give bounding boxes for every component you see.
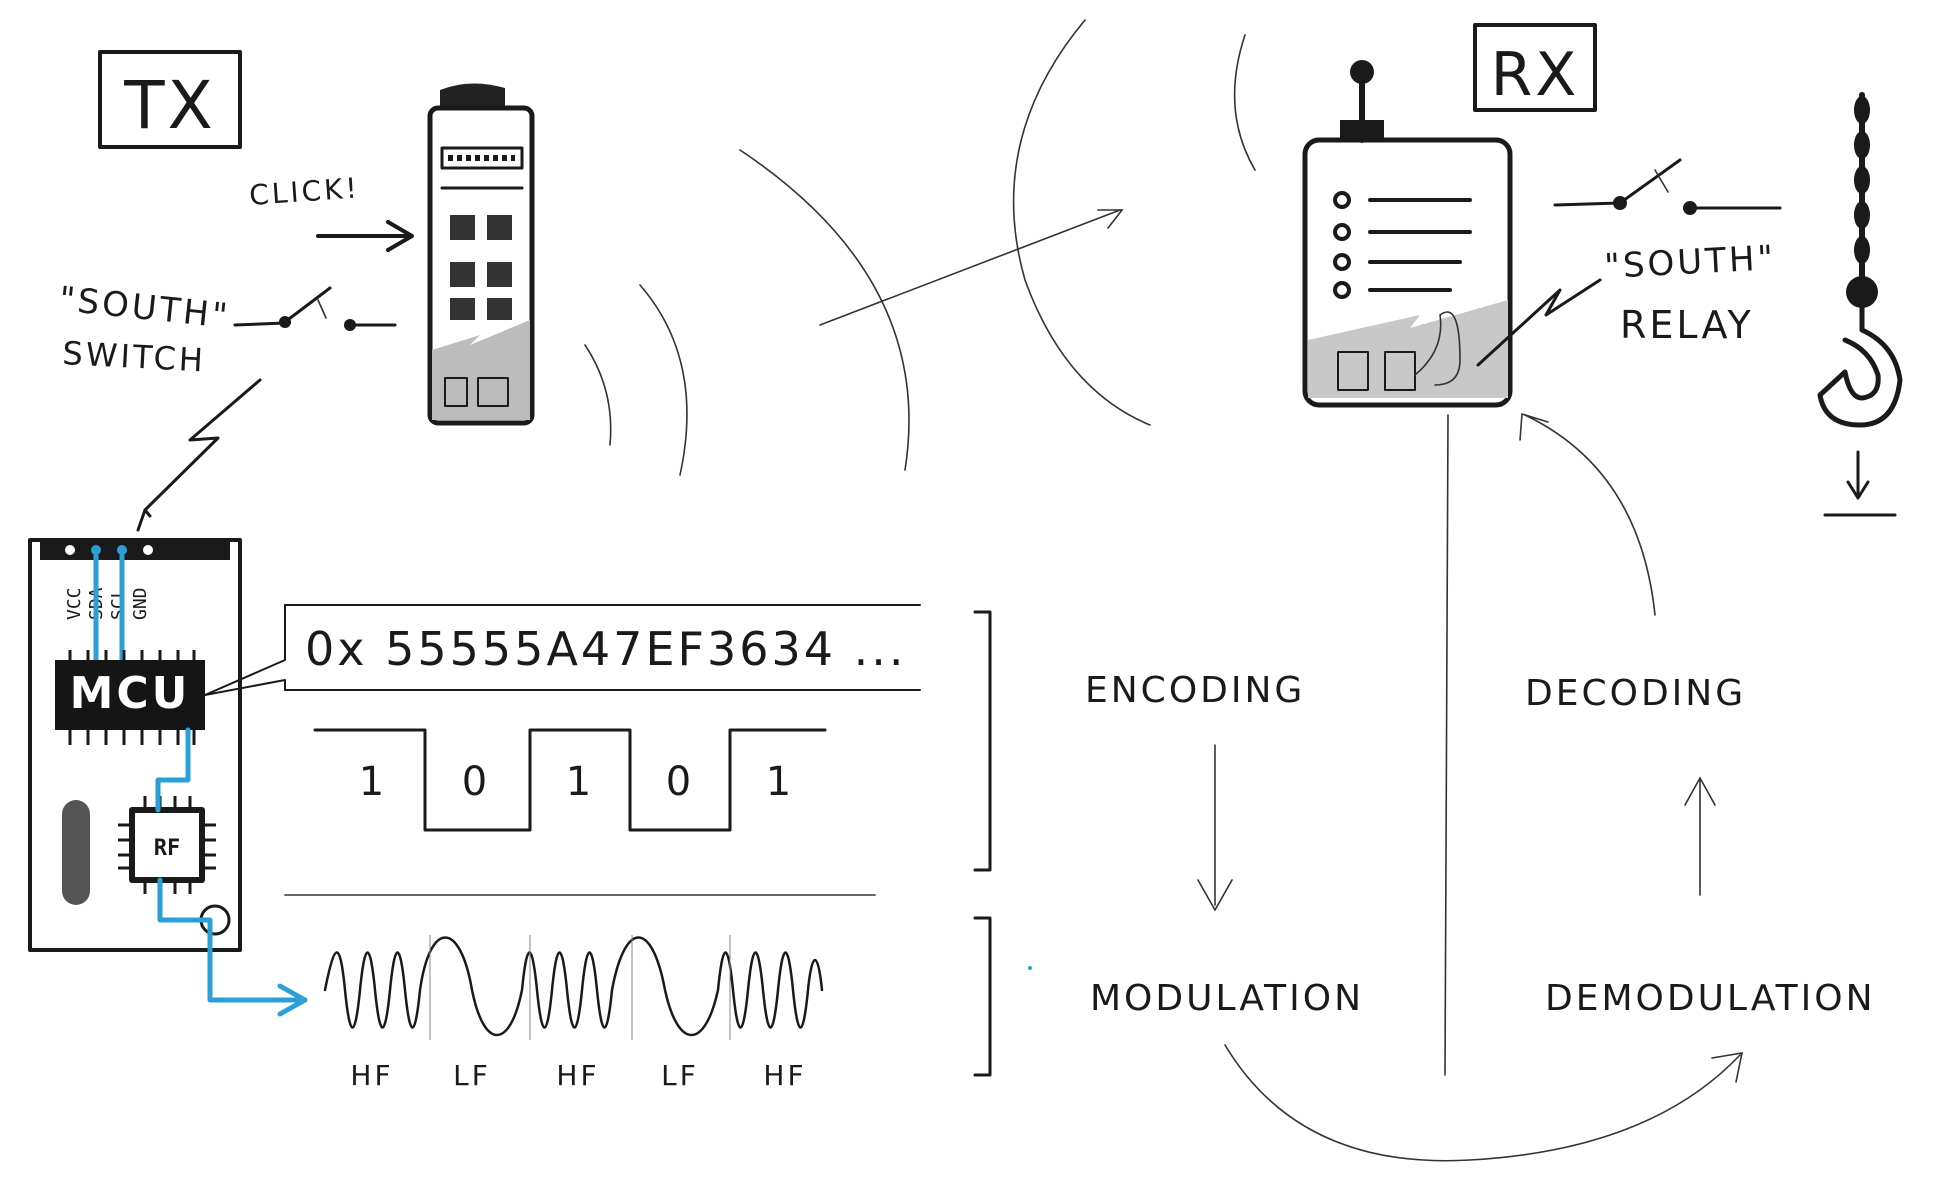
rx-receiver [1302,60,1602,408]
mcu-label: MCU [70,668,191,719]
freq-2: HF [556,1059,599,1092]
lightning-icon [136,378,262,532]
hex-code-bubble: 0x 55555A47EF3634 ... [204,604,921,696]
bit-3: 0 [666,759,694,805]
tx-label-box: TX [98,50,242,149]
freq-3: LF [661,1059,699,1092]
south-relay-label-1: "SOUTH" [1603,238,1777,287]
freq-4: HF [763,1059,806,1092]
south-switch-label-1: "SOUTH" [57,279,232,337]
rx-label: RX [1491,40,1580,110]
click-label: CLICK! [248,171,361,212]
tx-remote [427,83,535,426]
hook-icon [1817,92,1903,517]
mcu-board: VCC SDA SCL GND MCU RF [28,538,308,1017]
tx-label: TX [123,67,216,144]
bit-4: 1 [766,759,794,805]
relay-icon [1553,158,1782,215]
freq-1: LF [453,1059,491,1092]
modulation-label: MODULATION [1090,978,1364,1019]
rx-label-box: RX [1473,23,1597,112]
fsk-wave [323,936,824,1036]
pin-scl: SCL [108,587,129,620]
bit-2: 1 [566,759,594,805]
rf-chip: RF [118,796,216,894]
pin-gnd: GND [130,587,151,620]
demodulation-label: DEMODULATION [1545,978,1876,1019]
freq-0: HF [350,1059,393,1092]
pin-labels: VCC SDA SCL GND [64,587,151,620]
process-flow: ENCODING MODULATION DEMODULATION DECODIN… [1085,412,1876,1162]
click-arrow-icon [316,220,414,252]
brackets [973,610,992,1077]
bit-1: 0 [462,759,490,805]
pin-vcc: VCC [64,587,85,620]
hex-code: 0x 55555A47EF3634 ... [305,622,907,676]
antenna-icon [1340,60,1384,143]
digital-signal: 1 0 1 0 1 [313,728,827,832]
mcu-chip: MCU [55,650,205,745]
south-switch-label-2: SWITCH [62,334,207,379]
encoding-label: ENCODING [1085,670,1305,711]
transmission-arrow-icon [819,209,1124,326]
bit-0: 1 [359,759,387,805]
switch-icon [233,286,397,331]
south-relay-label-2: RELAY [1620,303,1754,347]
decoding-label: DECODING [1525,673,1746,714]
rf-chip-label: RF [154,836,181,861]
modulated-signal: HF LF HF LF HF [323,935,824,1092]
radio-waves [584,19,1256,476]
